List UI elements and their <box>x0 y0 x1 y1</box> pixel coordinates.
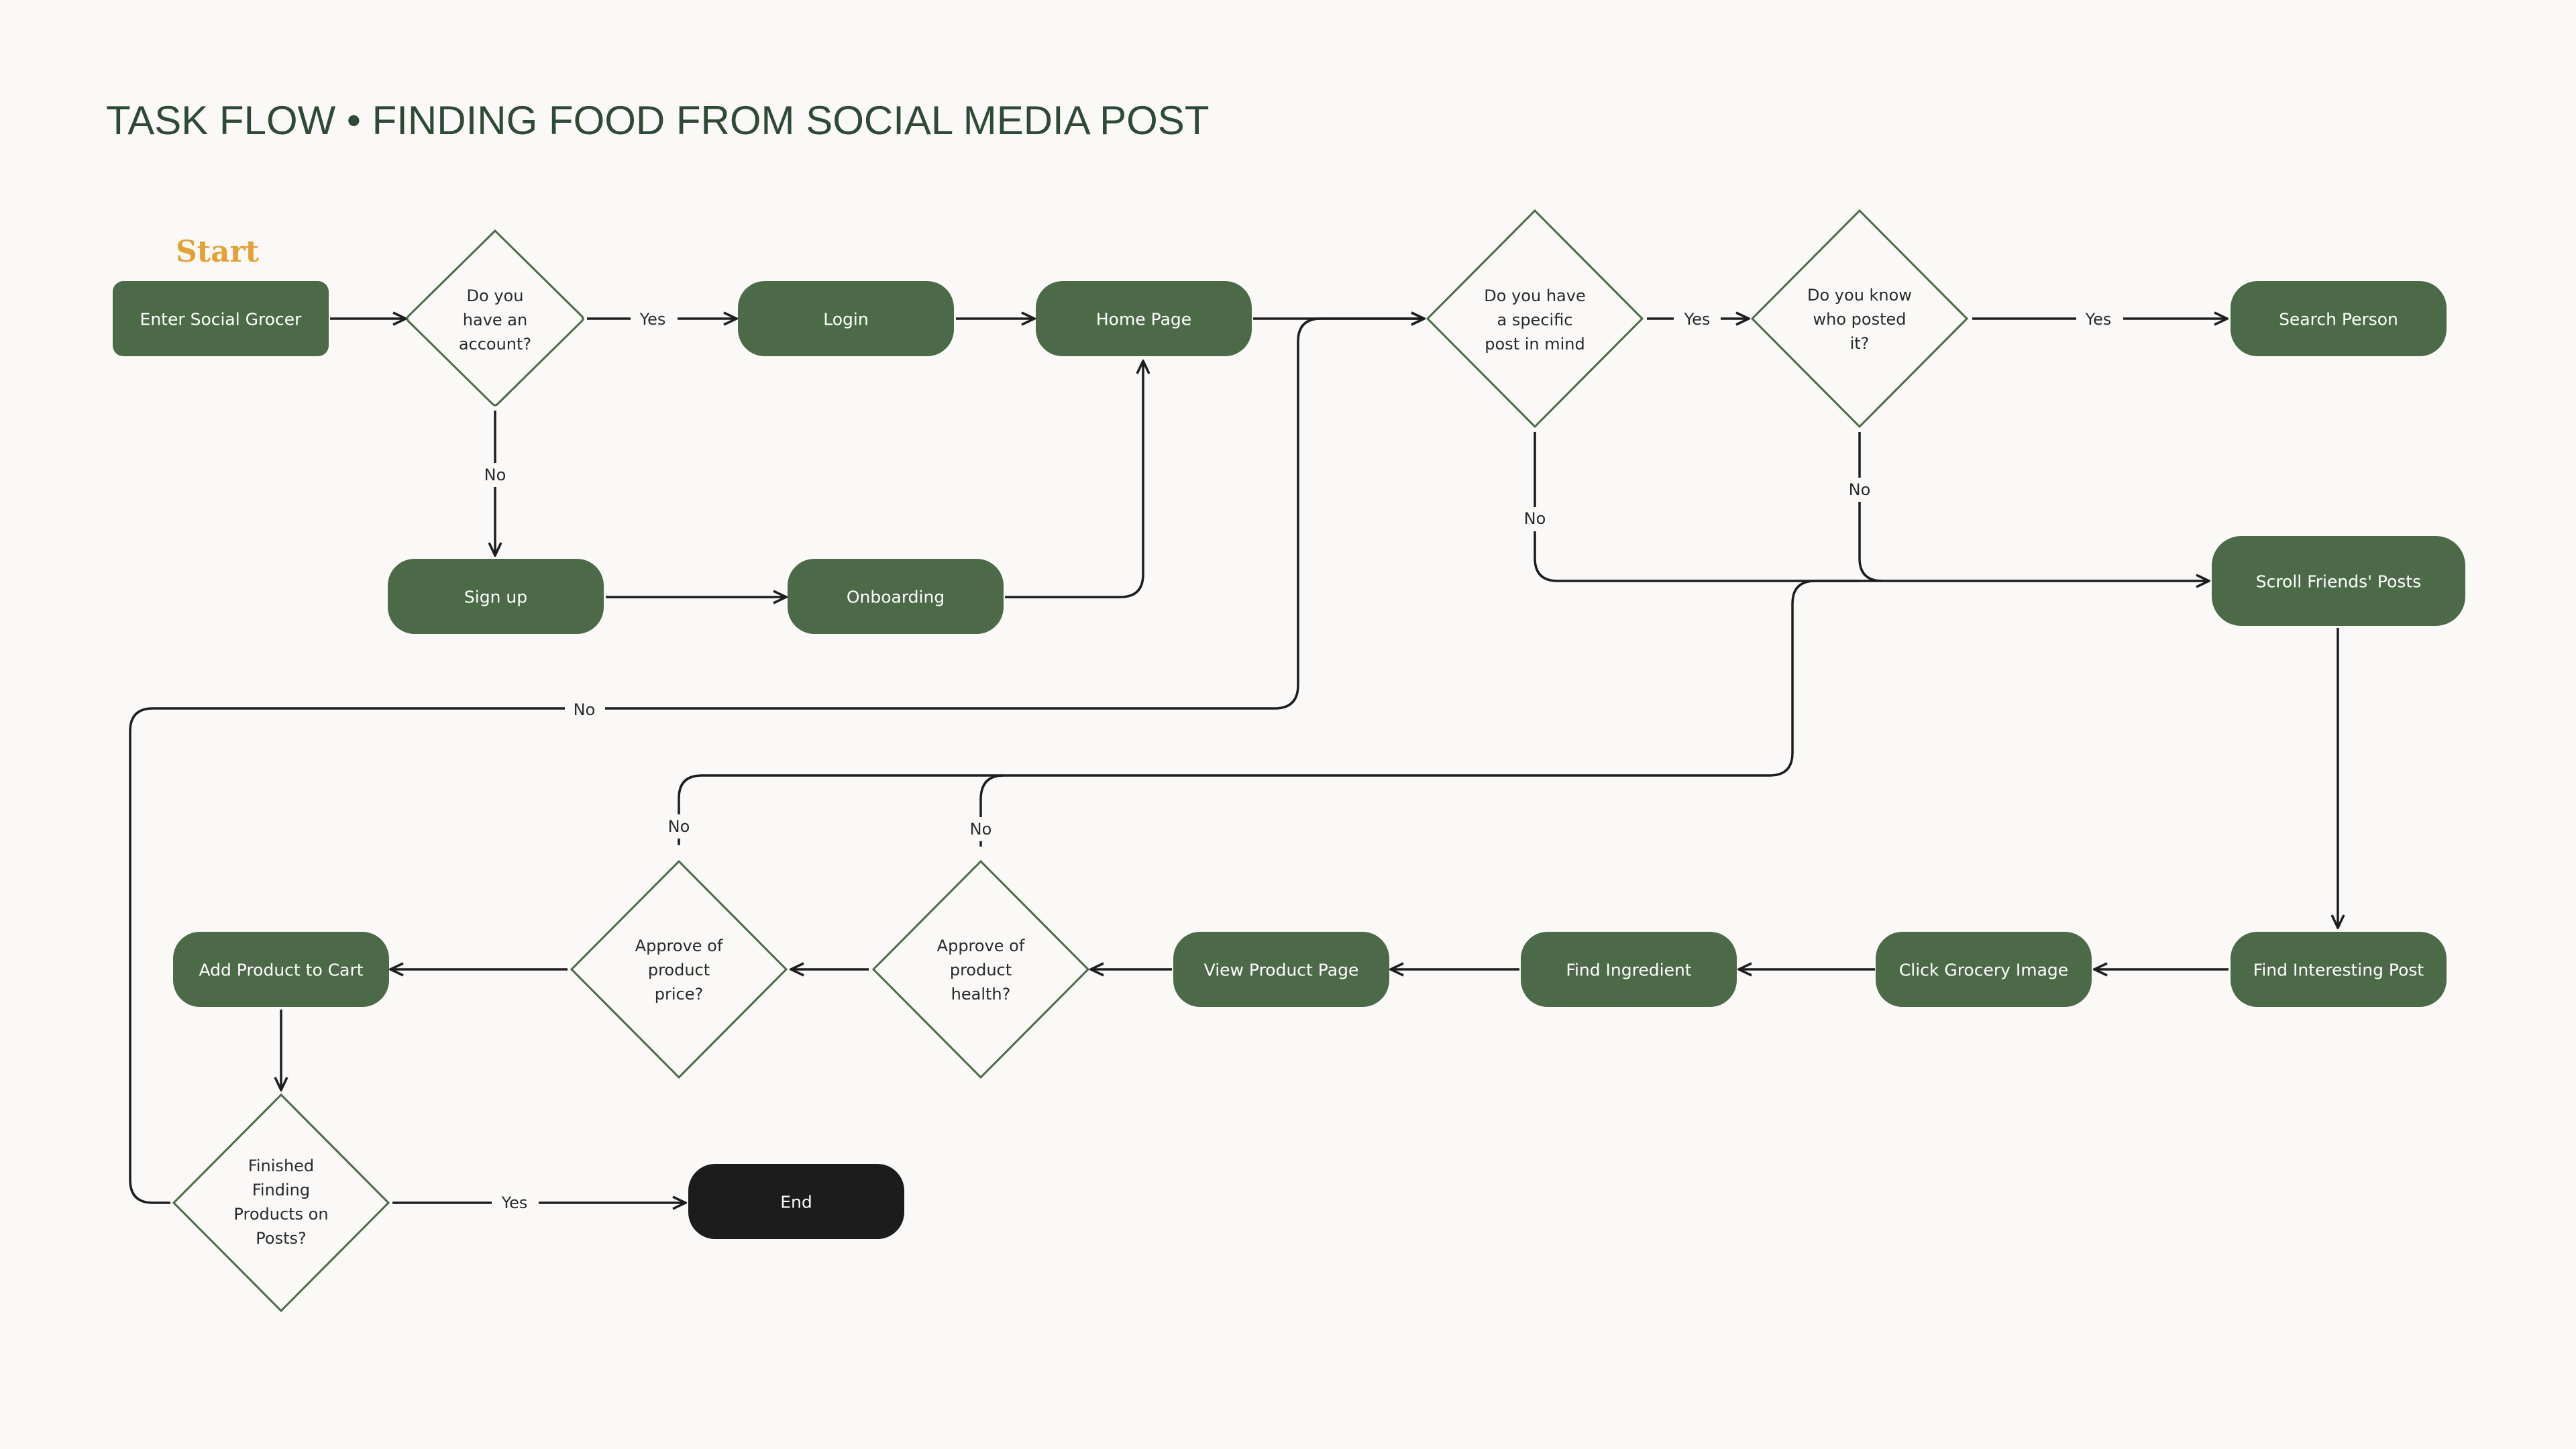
node-label: Click Grocery Image <box>1899 961 2068 980</box>
node-enter-social-grocer: Enter Social Grocer <box>113 281 329 356</box>
edge-specific-no <box>1534 432 2209 581</box>
label-yes-account: Yes <box>639 310 666 329</box>
decision-approve-price: Approve of product price? <box>570 859 788 1079</box>
edge-finished-no <box>129 319 1424 1204</box>
decision-specific-post: Do you have a specific post in mind <box>1426 209 1644 429</box>
node-label: Login <box>823 310 868 329</box>
label-no-account: No <box>484 466 506 484</box>
node-click-grocery-image: Click Grocery Image <box>1876 932 2092 1007</box>
decision-line: product <box>648 961 710 979</box>
decision-line: it? <box>1850 334 1870 353</box>
label-no-health: No <box>970 820 992 839</box>
decision-line: Approve of <box>937 936 1025 955</box>
node-label: Scroll Friends' Posts <box>2256 572 2422 592</box>
edge-onboarding-to-home <box>1005 361 1143 598</box>
node-label: Sign up <box>464 588 527 607</box>
decision-line: health? <box>951 985 1011 1004</box>
node-end: End <box>688 1164 904 1239</box>
node-onboarding: Onboarding <box>788 559 1004 634</box>
decision-line: who posted <box>1813 310 1907 329</box>
decision-approve-health: Approve of product health? <box>871 859 1090 1079</box>
node-view-product-page: View Product Page <box>1173 932 1389 1007</box>
node-search-person: Search Person <box>2231 281 2447 356</box>
decision-line: Approve of <box>635 936 723 955</box>
decision-line: Finished <box>248 1157 314 1175</box>
decision-line: Posts? <box>256 1229 306 1248</box>
start-label: Start <box>176 235 260 269</box>
node-label: Home Page <box>1096 310 1191 329</box>
label-no-know: No <box>1849 480 1871 499</box>
page-title: TASK FLOW • FINDING FOOD FROM SOCIAL MED… <box>106 98 1209 143</box>
node-label: Find Interesting Post <box>2253 961 2424 980</box>
node-add-product-to-cart: Add Product to Cart <box>173 932 389 1007</box>
decision-line: price? <box>655 985 703 1004</box>
label-no-finished: No <box>574 700 596 719</box>
decision-line: Do you have <box>1484 286 1585 305</box>
node-find-ingredient: Find Ingredient <box>1521 932 1737 1007</box>
node-home-page: Home Page <box>1036 281 1252 356</box>
node-label: Search Person <box>2279 310 2398 329</box>
decision-know-poster: Do you know who posted it? <box>1750 209 1969 429</box>
label-yes-know: Yes <box>2085 310 2112 329</box>
decision-line: product <box>950 961 1012 979</box>
label-no-price: No <box>668 817 690 836</box>
node-label: Add Product to Cart <box>199 961 363 980</box>
node-find-interesting-post: Find Interesting Post <box>2231 932 2447 1007</box>
node-label: Onboarding <box>847 588 945 607</box>
decision-line: Do you <box>467 286 524 305</box>
label-yes-specific: Yes <box>1684 310 1711 329</box>
decision-have-account: Do you have an account? <box>406 229 584 407</box>
node-label: End <box>780 1193 812 1212</box>
node-login: Login <box>738 281 954 356</box>
edges <box>129 319 2338 1204</box>
decision-line: account? <box>459 335 531 354</box>
edge-health-no <box>979 774 1004 847</box>
decision-line: Products on <box>233 1205 328 1224</box>
label-no-specific: No <box>1524 509 1546 528</box>
node-sign-up: Sign up <box>388 559 604 634</box>
node-label: Enter Social Grocer <box>140 310 303 329</box>
decision-finished: Finished Finding Products on Posts? <box>172 1093 390 1313</box>
node-label: View Product Page <box>1204 961 1359 980</box>
decision-line: post in mind <box>1485 335 1585 354</box>
edge-labels: Yes No Yes Yes No No No No No Yes <box>478 307 2123 1214</box>
node-label: Find Ingredient <box>1566 961 1691 980</box>
decision-line: Finding <box>252 1181 310 1199</box>
label-yes-finished: Yes <box>501 1193 528 1212</box>
edge-know-no <box>1858 432 1883 582</box>
node-scroll-friends-posts: Scroll Friends' Posts <box>2212 536 2465 626</box>
decision-line: have an <box>463 311 527 329</box>
decision-line: Do you know <box>1807 286 1912 305</box>
edge-approval-no <box>678 580 1860 845</box>
decision-line: a specific <box>1497 311 1572 329</box>
